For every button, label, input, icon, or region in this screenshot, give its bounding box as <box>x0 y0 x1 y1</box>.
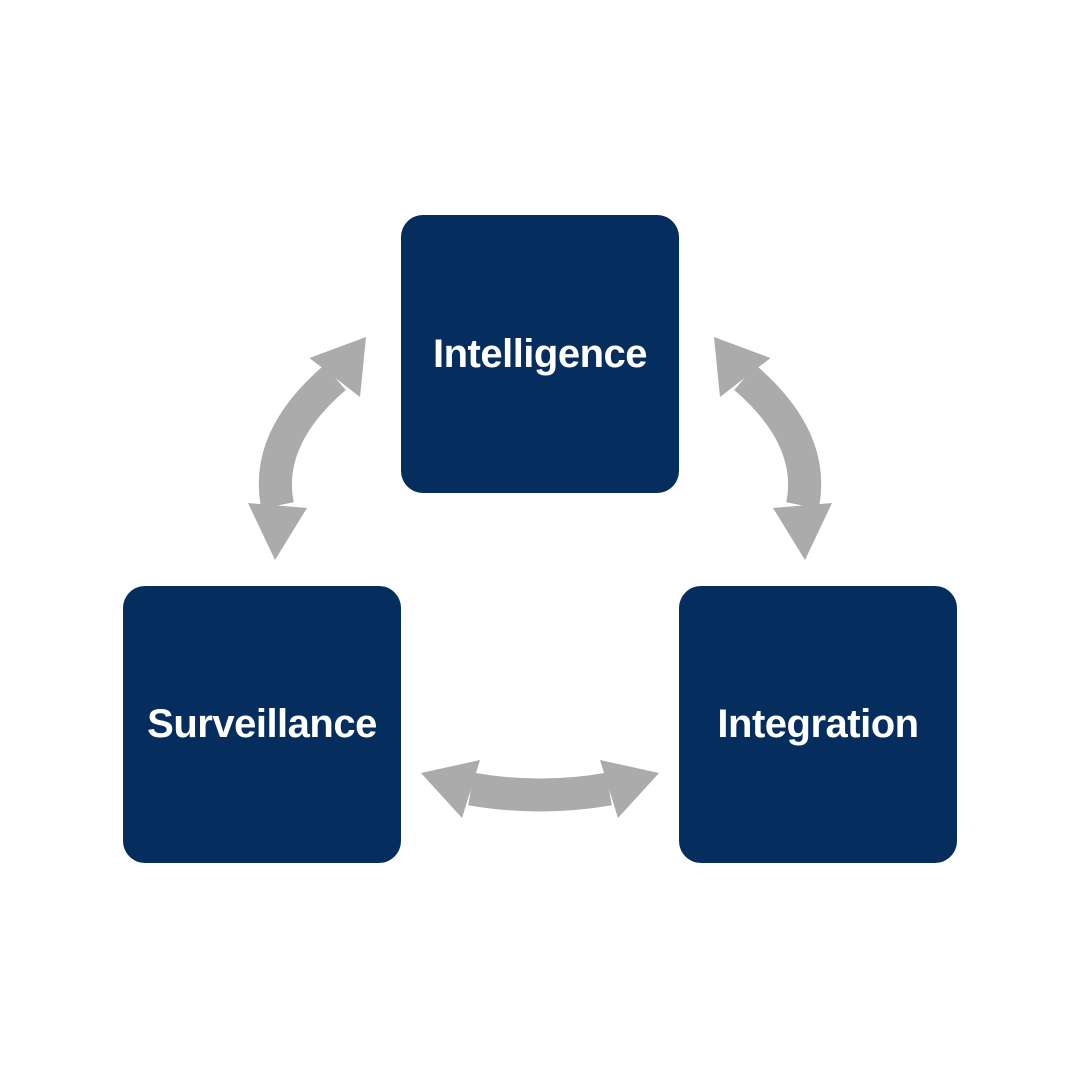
arrowhead-left-icon <box>421 760 480 818</box>
node-surveillance: Surveillance <box>123 586 401 863</box>
arrowhead-down-icon <box>248 503 307 560</box>
arrow-surveillance-intelligence <box>248 337 366 560</box>
arrowhead-down-icon <box>773 503 832 560</box>
node-surveillance-label: Surveillance <box>147 702 377 746</box>
node-intelligence-label: Intelligence <box>432 331 648 376</box>
node-intelligence: Intelligence <box>401 215 679 493</box>
arrow-shaft <box>734 364 822 509</box>
arrow-surveillance-integration <box>421 760 659 818</box>
arrowhead-up-icon <box>714 337 771 397</box>
node-integration-label: Integration <box>717 702 919 746</box>
node-integration: Integration <box>679 586 957 863</box>
arrowhead-up-icon <box>309 337 366 397</box>
arrow-shaft <box>468 772 612 812</box>
arrow-shaft <box>258 364 346 509</box>
arrow-intelligence-integration <box>714 337 832 560</box>
arrowhead-right-icon <box>600 760 659 818</box>
